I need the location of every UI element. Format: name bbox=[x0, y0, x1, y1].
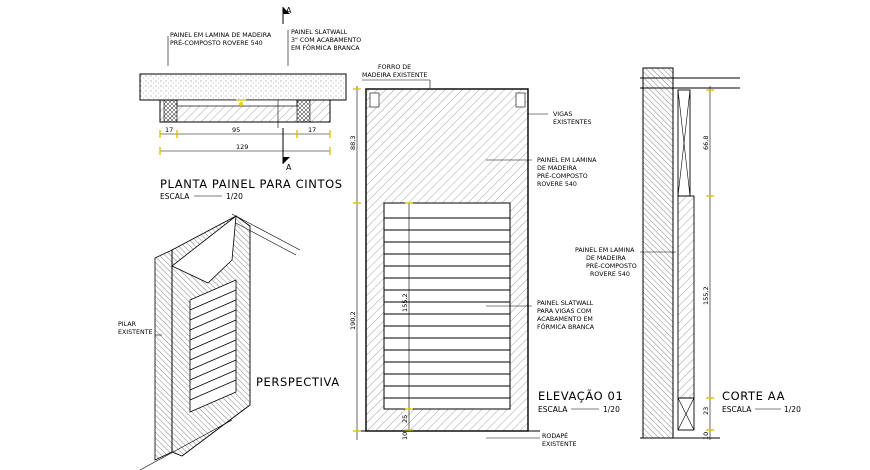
plan-scale-value: 1/20 bbox=[226, 192, 243, 201]
plan-note-slatwall-1: PAINEL SLATWALL bbox=[291, 29, 348, 36]
elevation-note-beams-1: VIGAS bbox=[553, 111, 572, 118]
section-mark-bottom: A bbox=[286, 163, 292, 172]
elevation-dim-total: 190,2 bbox=[349, 311, 357, 330]
plan-note-slatwall-2: 3" COM ACABAMENTO bbox=[291, 37, 361, 44]
elevation-dim-bottom: 10 bbox=[401, 432, 409, 440]
elevation-dim-slat: 155,2 bbox=[401, 293, 409, 312]
perspective-note-pillar-2: EXISTENTE bbox=[118, 329, 153, 336]
plan-scale-label: ESCALA bbox=[160, 192, 190, 201]
elevation-scale-value: 1/20 bbox=[603, 405, 620, 414]
section-note-wood-1: PAINEL EM LAMINA bbox=[575, 247, 635, 254]
elevation-dim-top: 88,3 bbox=[349, 136, 357, 150]
elevation-note-beams-2: EXISTENTES bbox=[553, 119, 592, 126]
section-title: CORTE AA bbox=[722, 389, 785, 403]
elevation-scale-label: ESCALA bbox=[538, 405, 568, 414]
elevation-note-baseboard-1: RODAPÉ bbox=[542, 431, 568, 440]
plan-view: A PAINEL EM LAMINA DE MADEIRA PRÉ-COMPOS… bbox=[139, 6, 361, 201]
elevation-note-ceiling-2: MADEIRA EXISTENTE bbox=[362, 72, 427, 79]
perspective-view: PILAR EXISTENTE PERSPECTIVA bbox=[118, 213, 340, 470]
section-scale-value: 1/20 bbox=[784, 405, 801, 414]
elevation-note-wood-4: ROVERE 540 bbox=[537, 181, 577, 188]
elevation-note-slatwall-1: PAINEL SLATWALL bbox=[537, 300, 594, 307]
section-mark-top: A bbox=[286, 6, 292, 15]
section-dim-base-gap: 23 bbox=[702, 407, 710, 415]
elevation-note-slatwall-2: PARA VIGAS COM bbox=[537, 308, 591, 315]
plan-note-slatwall-3: EM FÓRMICA BRANCA bbox=[291, 43, 360, 52]
plan-dim-right: 17 bbox=[308, 126, 316, 134]
perspective-note-pillar-1: PILAR bbox=[118, 321, 137, 328]
plan-note-wood-2: PRÉ-COMPOSTO ROVERE 540 bbox=[170, 38, 263, 47]
elevation-note-wood-3: PRÉ-COMPOSTO bbox=[537, 171, 588, 180]
section-dim-mid: 155,2 bbox=[702, 286, 710, 305]
elevation-note-slatwall-4: FÓRMICA BRANCA bbox=[537, 322, 595, 331]
elevation-dim-base-gap: 25 bbox=[401, 415, 409, 423]
section-scale-label: ESCALA bbox=[722, 405, 752, 414]
plan-title: PLANTA PAINEL PARA CINTOS bbox=[160, 177, 343, 191]
elevation-note-ceiling-1: FORRO DE bbox=[378, 64, 411, 71]
section-dim-bottom: 10 bbox=[702, 432, 710, 440]
perspective-title: PERSPECTIVA bbox=[256, 375, 340, 389]
section-note-wood-2: DE MADEIRA bbox=[586, 255, 626, 262]
elevation-title: ELEVAÇÃO 01 bbox=[538, 388, 623, 403]
section-view: PAINEL EM LAMINA DE MADEIRA PRÉ-COMPOSTO… bbox=[575, 67, 801, 440]
section-dim-top: 66,8 bbox=[702, 136, 710, 150]
elevation-note-wood-1: PAINEL EM LAMINA bbox=[537, 157, 597, 164]
plan-note-wood-1: PAINEL EM LAMINA DE MADEIRA bbox=[170, 32, 272, 39]
elevation-note-baseboard-2: EXISTENTE bbox=[542, 441, 577, 448]
elevation-slats bbox=[384, 217, 510, 399]
elevation-view: FORRO DE MADEIRA EXISTENTE bbox=[349, 64, 623, 448]
plan-dim-left: 17 bbox=[165, 126, 173, 134]
plan-dim-center: 95 bbox=[232, 126, 240, 134]
elevation-note-slatwall-3: ACABAMENTO EM bbox=[537, 316, 593, 323]
plan-dim-total: 129 bbox=[236, 143, 248, 151]
elevation-note-wood-2: DE MADEIRA bbox=[537, 165, 577, 172]
section-note-wood-4: ROVERE 540 bbox=[590, 271, 630, 278]
section-note-wood-3: PRÉ-COMPOSTO bbox=[586, 261, 637, 270]
